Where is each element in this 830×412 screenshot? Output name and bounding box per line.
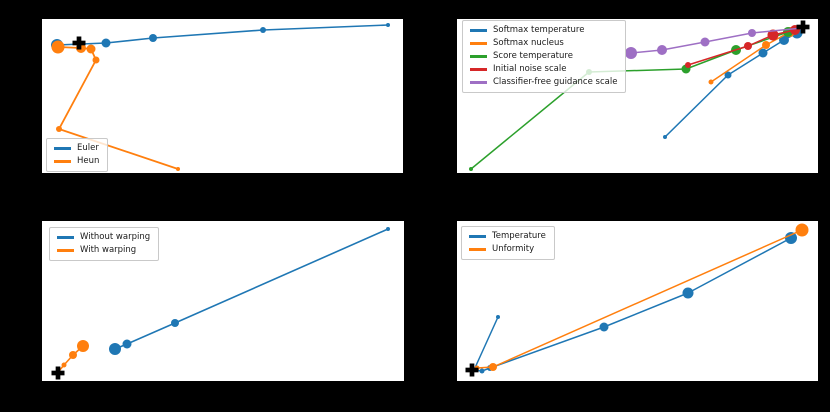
data-point-classifier-free-guidance-scale [657, 45, 667, 55]
data-point-softmax-nucleus [762, 41, 770, 49]
data-point-initial-noise-scale [685, 62, 691, 68]
legend-label: Softmax temperature [493, 25, 585, 35]
data-point-softmax-temperature [758, 48, 768, 58]
legend-item-score-temperature: Score temperature [470, 50, 617, 63]
legend-item-without-warping: Without warping [57, 231, 150, 244]
data-point-score-temperature [469, 167, 473, 171]
legend-label: Score temperature [493, 51, 573, 61]
legend-swatch-icon [470, 55, 487, 58]
legend-swatch-icon [470, 29, 487, 32]
legend-item-softmax-temperature: Softmax temperature [470, 24, 617, 37]
data-point-heun [92, 56, 100, 64]
series-line-with-warping [58, 345, 84, 372]
legend-swatch-icon [470, 81, 487, 84]
legend-swatch-icon [57, 249, 74, 252]
data-point-temperature [496, 315, 500, 319]
legend-item-initial-noise-scale: Initial noise scale [470, 63, 617, 76]
data-point-without-warping [171, 319, 179, 327]
legend-label: Temperature [492, 231, 546, 241]
legend-label: Unformity [492, 244, 535, 254]
data-point-euler [260, 27, 266, 33]
legend-swatch-icon [470, 42, 487, 45]
data-point-with-warping [61, 362, 67, 368]
legend-swatch-icon [57, 236, 74, 239]
data-point-heun [176, 167, 180, 171]
legend-item-euler: Euler [54, 142, 99, 155]
legend-swatch-icon [470, 68, 487, 71]
data-point-temperature [479, 368, 485, 374]
data-point-softmax-nucleus [708, 79, 714, 85]
legend-swatch-icon [54, 160, 71, 163]
target-plus-marker [51, 366, 65, 380]
plot-canvas-top-left [51, 23, 390, 171]
data-point-unformity [489, 363, 497, 371]
data-point-initial-noise-scale [767, 29, 779, 41]
data-point-euler [149, 34, 157, 42]
target-plus-bar [55, 366, 61, 380]
data-point-initial-noise-scale [744, 42, 752, 50]
legend-swatch-icon [469, 248, 486, 251]
data-point-without-warping [122, 339, 132, 349]
target-plus-marker [72, 36, 86, 50]
data-point-with-warping [77, 340, 89, 352]
data-point-temperature [785, 232, 797, 244]
legend-item-classifier-free-guidance-scale: Classifier-free guidance scale [470, 76, 617, 89]
data-point-heun [51, 40, 65, 54]
data-point-unformity [795, 223, 809, 237]
legend-item-heun: Heun [54, 155, 99, 168]
data-point-heun [86, 44, 96, 54]
data-point-classifier-free-guidance-scale [625, 47, 637, 59]
data-point-without-warping [109, 343, 121, 355]
legend-swatch-icon [54, 147, 71, 150]
plot-canvas-bottom-right [465, 223, 809, 377]
data-point-softmax-temperature [779, 35, 789, 45]
legend-item-softmax-nucleus: Softmax nucleus [470, 37, 617, 50]
legend-label: Heun [77, 156, 100, 166]
data-point-with-warping [69, 351, 77, 359]
data-point-temperature [599, 322, 609, 332]
data-point-euler [386, 23, 390, 27]
legend-label: Without warping [80, 232, 151, 242]
legend-item-unformity: Unformity [469, 243, 546, 256]
legend-label: Classifier-free guidance scale [493, 77, 618, 87]
legend-item-with-warping: With warping [57, 244, 150, 257]
legend-label: Euler [77, 143, 99, 153]
data-point-classifier-free-guidance-scale [748, 29, 756, 37]
target-plus-marker [465, 363, 479, 377]
data-point-softmax-temperature [724, 71, 732, 79]
data-point-classifier-free-guidance-scale [700, 37, 710, 47]
data-point-heun [56, 126, 62, 132]
data-point-temperature [682, 287, 694, 299]
data-point-euler [101, 38, 111, 48]
target-plus-bar [469, 363, 475, 377]
data-point-without-warping [386, 227, 390, 231]
legend-item-temperature: Temperature [469, 230, 546, 243]
series-line-softmax-temperature [664, 27, 803, 138]
legend-label: Initial noise scale [493, 64, 567, 74]
plot-canvas-bottom-left [51, 227, 390, 380]
legend-label: With warping [80, 245, 137, 255]
data-point-softmax-temperature [663, 135, 667, 139]
legend-swatch-icon [469, 235, 486, 238]
legend-label: Softmax nucleus [493, 38, 564, 48]
target-plus-marker [796, 20, 810, 34]
target-plus-bar [76, 36, 82, 50]
series-line-without-warping [114, 228, 389, 350]
target-plus-bar [800, 20, 806, 34]
